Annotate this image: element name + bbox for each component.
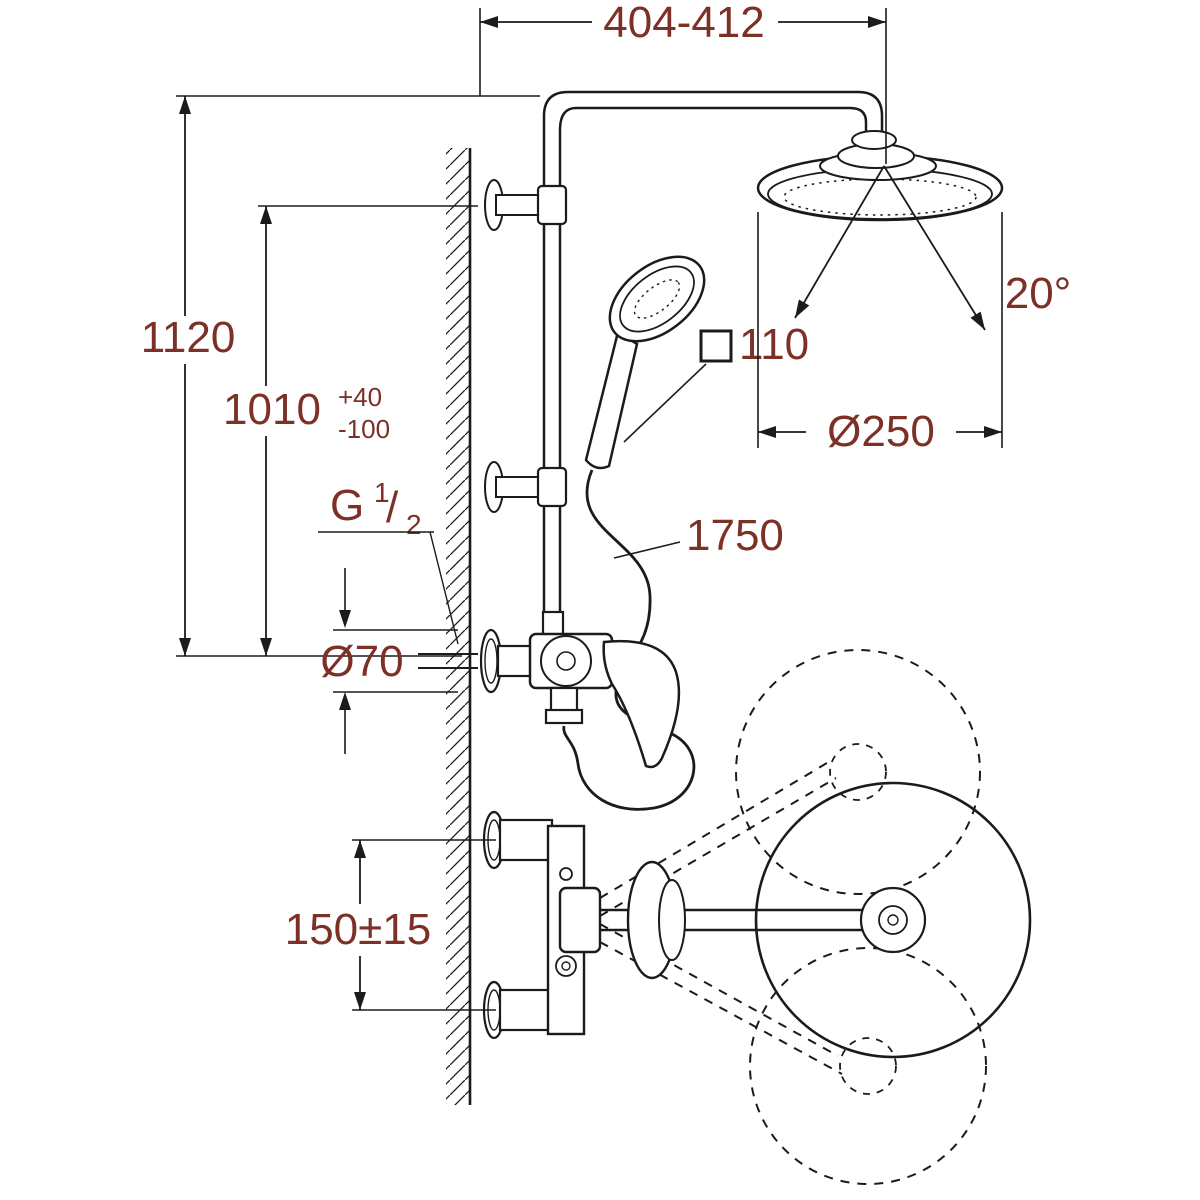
dim-head-extension-lines: [757, 212, 1003, 448]
swivel-positions: [599, 649, 987, 1185]
mixer-bottom-outlet: [549, 686, 579, 714]
handshower-holder: [484, 461, 568, 513]
riser-pipe-inner: [558, 106, 868, 642]
holder-arm: [495, 476, 545, 498]
dim-outlet-offset: 150±15: [285, 839, 496, 1011]
top-bracket-arm: [495, 194, 545, 216]
dim-width-label: 404-412: [603, 0, 764, 47]
lower-bracket-screw-bottom-center: [561, 961, 571, 971]
holder-clamp: [536, 466, 568, 508]
wall-hatching: [446, 148, 470, 1105]
dim-head-label: Ø250: [827, 407, 935, 456]
hand-shower-head: [608, 255, 706, 343]
dim-head-diameter: Ø250: [757, 212, 1003, 456]
dim-width-range: 404-412: [479, 0, 887, 164]
label-hose-length: 1750: [613, 511, 784, 560]
dim-total-height-label: 1120: [141, 313, 236, 362]
hose-length-leader: [613, 541, 681, 559]
swivel-circle-lower: [749, 947, 987, 1185]
dim-flange-leader-lines: [418, 653, 478, 669]
thread-denominator: 2: [406, 509, 422, 540]
riser-pipe: [542, 90, 884, 642]
overhead-shower-hub-center: [887, 914, 899, 926]
hand-shower-face: [619, 265, 695, 333]
label-swivel-angle: 20°: [794, 165, 1072, 331]
angle-arrow-left: [795, 299, 810, 318]
hand-shower-nozzle-ring: [633, 279, 681, 319]
handshower-size-leader: [623, 363, 707, 443]
swivel-hub-upper: [829, 743, 887, 801]
thread-numerator: 1: [374, 477, 390, 508]
overhead-shower-outline: [754, 781, 1032, 1059]
dim-riser-tolerance-minus: -100: [338, 414, 390, 444]
lower-bracket-mount-bottom: [498, 988, 554, 1032]
dim-outlet-arrow-top: [354, 840, 366, 858]
swivel-hub-lower: [839, 1037, 897, 1095]
dim-riser-height: 1010 +40 -100: [223, 205, 478, 656]
dim-flange-diameter: Ø70: [320, 568, 478, 754]
dim-total-height-arrow-top: [179, 96, 191, 114]
label-handshower-size: 110: [623, 320, 809, 443]
swivel-arm-solid: [558, 781, 1032, 1059]
swivel-arm-upper-dashed: [599, 759, 837, 917]
mixer-cartridge: [540, 635, 592, 687]
handshower-size-label: 110: [739, 320, 809, 369]
head-shower-ball-joint: [851, 130, 897, 150]
dim-riser-label: 1010: [223, 385, 321, 434]
lower-bracket-screw-top: [559, 867, 573, 881]
swivel-pivot-boss: [558, 886, 602, 954]
lower-bracket-mount-top: [498, 818, 554, 862]
arm-joint-cone-inner: [658, 879, 686, 961]
dim-riser-tolerance-plus: +40: [338, 382, 382, 412]
label-thread: G 1 / 2: [318, 477, 459, 645]
dim-flange-arrow-up: [339, 692, 351, 710]
swivel-circle-upper: [735, 649, 981, 895]
thread-leader-line: [429, 531, 459, 645]
hose-length-label: 1750: [686, 511, 784, 560]
dim-flange-label: Ø70: [320, 637, 403, 686]
dim-flange-arrow-down: [339, 610, 351, 628]
dim-head-arrow-left: [758, 426, 776, 438]
dim-flange-lines: [333, 568, 458, 754]
dim-total-height: 1120: [141, 95, 540, 657]
square-symbol: [699, 329, 733, 363]
top-bracket-clamp: [536, 184, 568, 226]
thread-letter: G: [330, 481, 364, 530]
riser-pipe-outer: [542, 90, 884, 642]
dim-head-arrow-right: [984, 426, 1002, 438]
hand-shower: [584, 255, 706, 470]
mixer-union-nut: [496, 644, 534, 678]
dim-outlet-extension-lines: [352, 839, 496, 1011]
dim-outlet-label: 150±15: [285, 905, 432, 954]
swivel-arm-lower-dashed: [599, 923, 843, 1075]
dim-riser-arrow-bottom: [260, 638, 272, 656]
lower-bracket-screw-bottom: [555, 955, 577, 977]
head-shower: [756, 130, 1004, 222]
dim-width-arrow-right: [868, 16, 886, 28]
wall-bracket-top: [484, 179, 568, 231]
dim-total-height-arrow-bottom: [179, 638, 191, 656]
mixer-hose-nut: [544, 708, 584, 725]
angle-arrow-right: [970, 311, 985, 330]
mixer-cartridge-center: [556, 651, 576, 671]
dim-outlet-arrow-bottom: [354, 992, 366, 1010]
dim-total-height-extension-lines: [176, 95, 540, 657]
wall: [446, 148, 472, 1105]
dim-width-arrow-left: [480, 16, 498, 28]
thread-slash: /: [386, 483, 399, 532]
hand-shower-handle: [584, 330, 639, 470]
mixer-valve: [479, 610, 681, 769]
angle-rays: [794, 165, 986, 331]
overhead-shower-hub-inner: [878, 905, 908, 935]
dim-riser-arrow-top: [260, 206, 272, 224]
overhead-shower-hub: [859, 886, 927, 954]
angle-label: 20°: [1005, 269, 1072, 318]
mixer-lever-handle: [602, 639, 681, 769]
